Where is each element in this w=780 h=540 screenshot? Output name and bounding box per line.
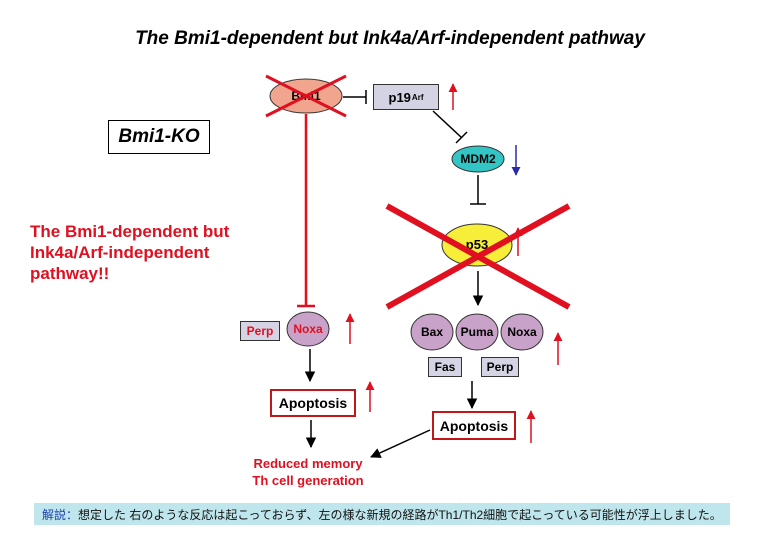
mdm2-label: MDM2 [460, 152, 496, 166]
apoptosis-right-box: Apoptosis [432, 411, 516, 440]
footer-prefix: 解説： [42, 507, 79, 522]
apoptosis-left-box: Apoptosis [270, 389, 356, 417]
footer-note: 解説：想定した 右のような反応は起こっておらず、左の様な新規の経路がTh1/Th… [34, 503, 730, 525]
pathway-annotation-line-2: Ink4a/Arf-independent [30, 243, 210, 262]
noxa-left-node [286, 311, 330, 347]
p19-mdm2-inhibition-bar [455, 131, 468, 144]
mdm2-node [451, 145, 505, 173]
fas-node: Fas [428, 357, 462, 377]
pathway-annotation: The Bmi1-dependent but Ink4a/Arf-indepen… [30, 221, 270, 284]
footer-text: 想定した 右のような反応は起こっておらず、左の様な新規の経路がTh1/Th2細胞… [78, 507, 722, 522]
p19-arf-superscript: Arf [411, 92, 424, 102]
bmi1-cross-2 [265, 74, 347, 118]
outcome-line-2: Th cell generation [252, 473, 364, 488]
bmi1-ko-label: Bmi1-KO [108, 120, 210, 154]
noxa-left-label: Noxa [293, 322, 323, 336]
bax-node [410, 313, 454, 351]
bax-label: Bax [421, 325, 443, 339]
noxa-right-node [500, 313, 544, 351]
pathway-annotation-line-1: The Bmi1-dependent but [30, 222, 230, 241]
puma-node [455, 313, 499, 351]
p53-label: p53 [466, 237, 488, 252]
perp-left-node: Perp [240, 321, 280, 341]
p19-label: p19 [388, 89, 411, 105]
p19-mdm2-inhibition [432, 110, 463, 139]
page-title: The Bmi1-dependent but Ink4a/Arf-indepen… [135, 28, 645, 49]
pathway-annotation-line-3: pathway!! [30, 264, 110, 283]
p53-node [441, 223, 513, 267]
noxa-right-label: Noxa [507, 325, 537, 339]
apoptosis-right-outcome-arrow [370, 429, 431, 458]
perp-right-node: Perp [481, 357, 519, 377]
puma-label: Puma [461, 325, 494, 339]
outcome-text: Reduced memory Th cell generation [240, 455, 376, 489]
outcome-line-1: Reduced memory [253, 456, 363, 471]
p53-cross-2 [385, 203, 571, 310]
